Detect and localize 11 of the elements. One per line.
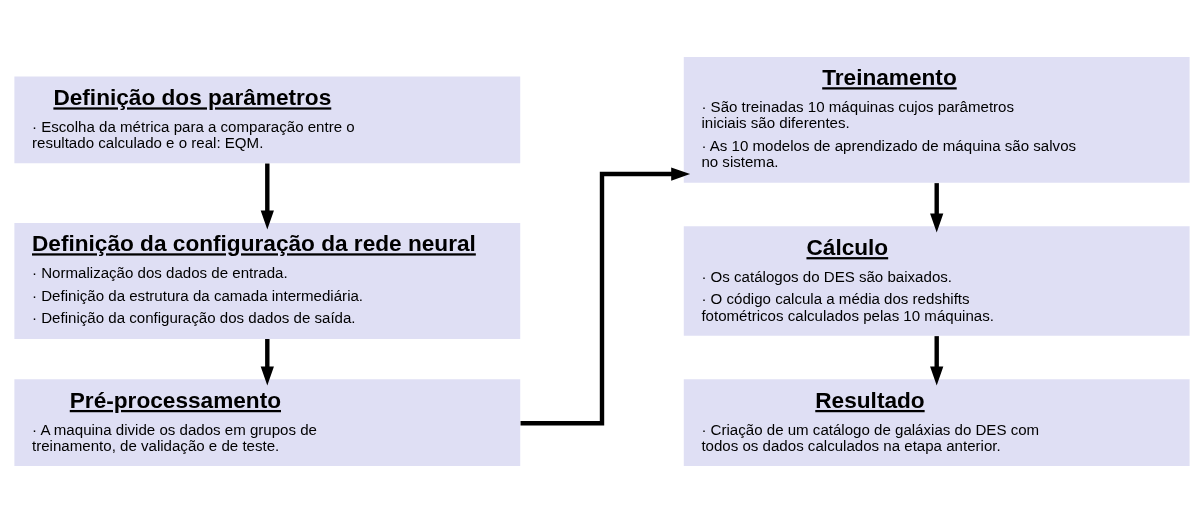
node-box: Definição dos parâmetros · Escolha da métrica para a comparação entre o resultado calculado e o real: EQM. (14, 76, 521, 163)
arrow (930, 182, 944, 232)
arrow (930, 335, 944, 385)
node-box: Cálculo · Os catálogos do DES são baixados. · O código calcula a média dos redshifts fotométricos calculados pelas 10 máquinas. (683, 225, 1190, 336)
node-box: Resultado · Criação de um catálogo de galáxias do DES com todos os dados calculados na etapa anterior. (683, 378, 1190, 466)
arrow (260, 338, 274, 385)
node-box: Treinamento · São treinadas 10 máquinas cujos parâmetros iniciais são diferentes. · As 10 modelos de aprendizado de máquina são salvos no sistema. (683, 56, 1190, 183)
node-box: Definição da configuração da rede neural · Normalização dos dados de entrada. · Definição da estrutura da camada intermediária. · Definição da configuração dos dados de saída. (14, 222, 521, 339)
node-box: Pré-processamento · A maquina divide os dados em grupos de treinamento, de validação e de teste. (14, 378, 521, 466)
arrow (520, 166, 691, 425)
arrow (260, 163, 274, 229)
